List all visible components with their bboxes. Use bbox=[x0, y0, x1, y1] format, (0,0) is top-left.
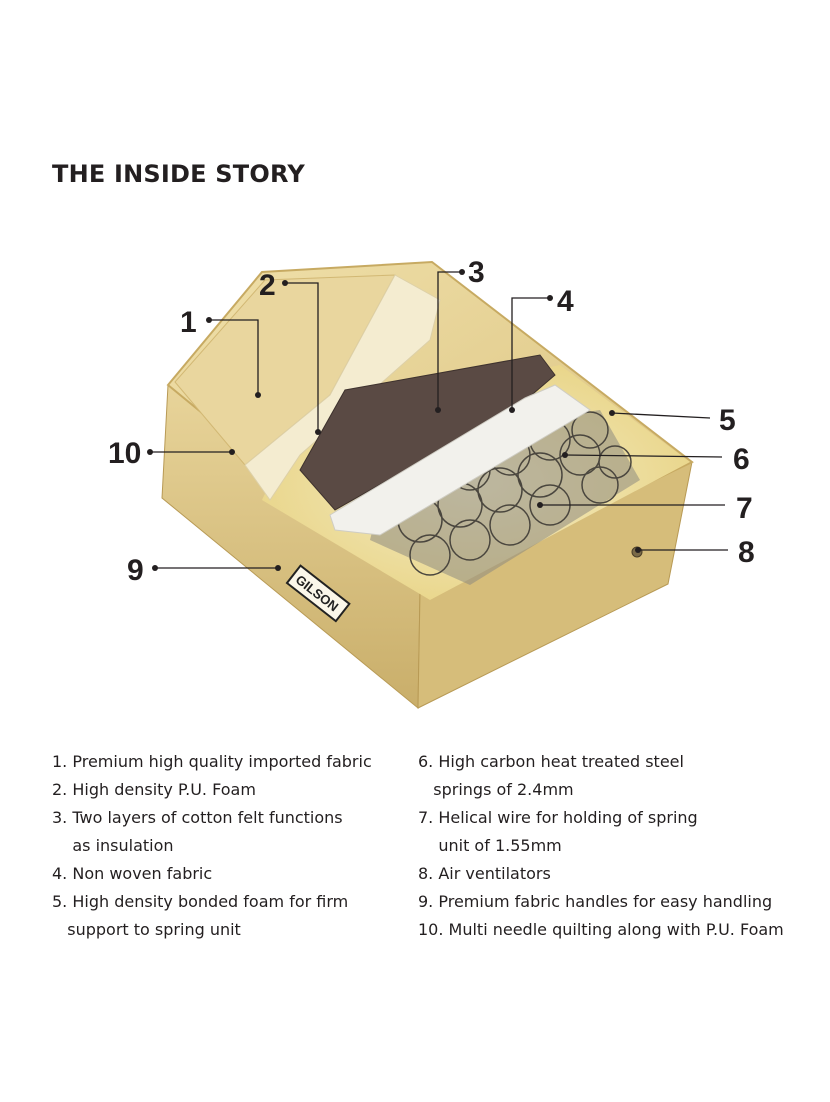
legend-item: support to spring unit bbox=[52, 920, 241, 939]
legend-item: 4. Non woven fabric bbox=[52, 864, 213, 883]
callout-3: 3 bbox=[468, 256, 485, 289]
callout-6: 6 bbox=[733, 443, 750, 476]
legend-item: unit of 1.55mm bbox=[418, 836, 562, 855]
callout-2: 2 bbox=[259, 269, 276, 302]
callout-8: 8 bbox=[738, 536, 755, 569]
pu-foam-slab bbox=[244, 274, 441, 501]
page-title: THE INSIDE STORY bbox=[52, 160, 305, 188]
non-woven-fabric bbox=[329, 384, 591, 536]
legend-item: 7. Helical wire for holding of spring bbox=[418, 808, 698, 827]
callout-dots bbox=[147, 269, 641, 571]
callout-7: 7 bbox=[736, 492, 753, 525]
legend-item: 8. Air ventilators bbox=[418, 864, 551, 883]
callout-9: 9 bbox=[127, 554, 144, 587]
legend-left: 1. Premium high quality imported fabric … bbox=[52, 748, 372, 944]
legend-item: 3. Two layers of cotton felt functions bbox=[52, 808, 343, 827]
mattress-cutaway-diagram: GILSON 1 2 3 4 5 6 7 8 9 10 bbox=[108, 256, 755, 710]
callout-5: 5 bbox=[719, 404, 736, 437]
legend-item: as insulation bbox=[52, 836, 174, 855]
callout-lines bbox=[150, 271, 728, 569]
callout-4: 4 bbox=[557, 285, 574, 318]
legend-item: 9. Premium fabric handles for easy handl… bbox=[418, 892, 773, 911]
callout-10: 10 bbox=[108, 437, 141, 470]
legend-item: 1. Premium high quality imported fabric bbox=[52, 752, 372, 771]
legend-item: 5. High density bonded foam for firm bbox=[52, 892, 349, 911]
legend-item: 10. Multi needle quilting along with P.U… bbox=[418, 920, 784, 939]
legend-item: 2. High density P.U. Foam bbox=[52, 780, 256, 799]
legend-item: 6. High carbon heat treated steel bbox=[418, 752, 684, 771]
callout-1: 1 bbox=[180, 306, 197, 339]
legend-item: springs of 2.4mm bbox=[418, 780, 574, 799]
cotton-felt bbox=[299, 354, 556, 511]
legend-right: 6. High carbon heat treated steel spring… bbox=[418, 748, 784, 944]
